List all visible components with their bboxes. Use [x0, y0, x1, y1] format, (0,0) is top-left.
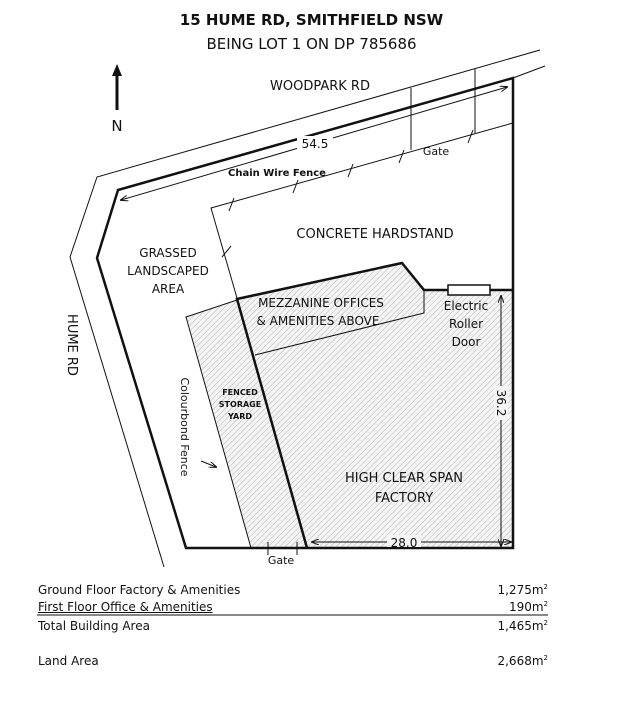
dim-width-label: 28.0 — [391, 536, 418, 550]
factory-label-2: FACTORY — [375, 491, 433, 506]
mezzanine-label-2: & AMENITIES ABOVE — [257, 314, 380, 328]
factory-label-1: HIGH CLEAR SPAN — [345, 471, 463, 486]
area-row-land: Land Area 2,668m2 — [38, 654, 548, 668]
area-value: 1,275m2 — [497, 583, 548, 597]
gate-bottom-label: Gate — [268, 554, 295, 567]
factory-area — [237, 263, 513, 548]
plan-title: 15 HUME RD, SMITHFIELD NSW — [179, 11, 444, 29]
roller-door-label-1: Electric — [444, 299, 488, 313]
woodpark-rd-label: WOODPARK RD — [270, 79, 370, 94]
area-row-total: Total Building Area 1,465m2 — [38, 619, 548, 633]
area-value: 190m2 — [508, 600, 548, 614]
chain-wire-fence-label: Chain Wire Fence — [228, 168, 326, 179]
grassed-label-3: AREA — [152, 282, 185, 296]
storage-label-1: FENCED — [222, 388, 258, 397]
area-value: 1,465m2 — [497, 619, 548, 633]
grassed-label-1: GRASSED — [139, 246, 196, 260]
area-value: 2,668m2 — [497, 654, 548, 668]
pointer-arrow-icon — [200, 460, 216, 467]
plan-subtitle: BEING LOT 1 ON DP 785686 — [206, 35, 417, 53]
mezzanine-outline — [254, 290, 425, 356]
mezzanine-label-1: MEZZANINE OFFICES — [258, 296, 384, 310]
roller-door-label-3: Door — [452, 335, 481, 349]
dim-depth-label: 36.2 — [494, 390, 508, 417]
north-label: N — [111, 117, 122, 135]
area-label: Land Area — [38, 654, 99, 668]
area-label: First Floor Office & Amenities — [38, 600, 213, 614]
area-label: Total Building Area — [38, 619, 150, 633]
hume-rd-label: HUME RD — [64, 314, 79, 376]
road-edge-inner — [512, 65, 546, 79]
hardstand-label: CONCRETE HARDSTAND — [296, 227, 453, 242]
colourbond-fence-label: Colourbond Fence — [178, 377, 191, 476]
area-row-ground-floor: Ground Floor Factory & Amenities 1,275m2 — [38, 583, 548, 597]
roller-door-icon — [447, 284, 491, 296]
gate-top-label: Gate — [423, 145, 450, 158]
north-arrow-icon — [112, 64, 122, 110]
dim-frontage-label: 54.5 — [302, 137, 329, 151]
grassed-label-2: LANDSCAPED — [127, 264, 209, 278]
area-row-first-floor: First Floor Office & Amenities 190m2 — [38, 600, 548, 614]
storage-label-3: YARD — [227, 412, 252, 421]
storage-label-2: STORAGE — [219, 400, 261, 409]
area-label: Ground Floor Factory & Amenities — [38, 583, 241, 597]
roller-door-label-2: Roller — [449, 317, 483, 331]
